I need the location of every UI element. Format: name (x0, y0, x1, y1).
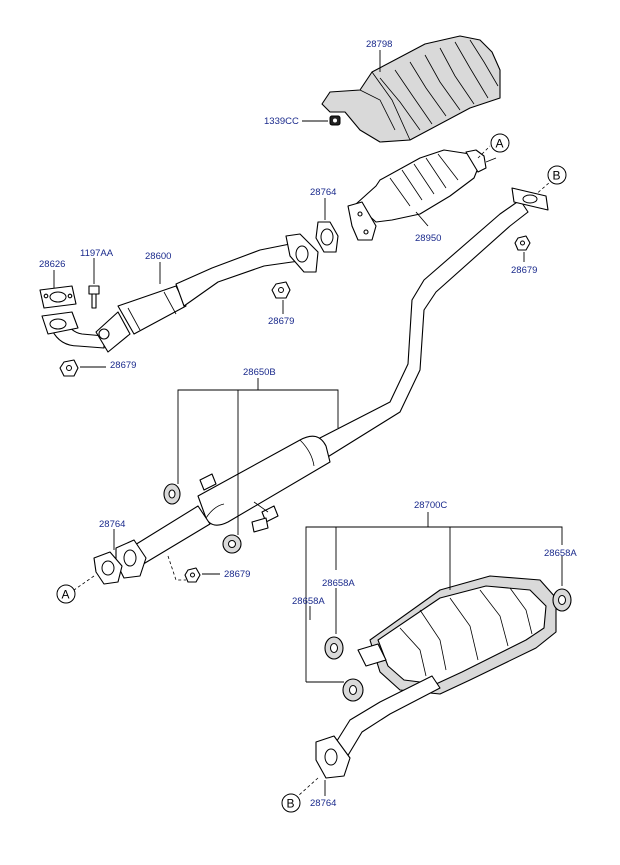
label-nut-center: 28679 (224, 569, 250, 580)
hanger-left (342, 678, 364, 702)
center-muffler (115, 199, 529, 579)
svg-text:B: B (287, 797, 295, 811)
gasket-upper-right (511, 187, 549, 211)
hanger-right (552, 588, 572, 612)
label-gasket-rear: 28764 (310, 798, 336, 809)
label-gasket-center: 28764 (99, 519, 125, 530)
svg-text:A: A (496, 137, 504, 151)
gasket-center (93, 551, 123, 585)
nut-lower-left (59, 359, 79, 377)
bolt (88, 285, 100, 309)
label-heat-shield: 28798 (366, 39, 392, 50)
nut-front-pipe (271, 281, 291, 299)
hanger-center-left (163, 483, 181, 505)
nut-heat-shield (329, 115, 341, 126)
label-main-muffler: 28700C (414, 500, 447, 511)
label-center-muffler: 28650B (243, 367, 276, 378)
main-muffler (315, 575, 557, 779)
ref-circle-a-bottom: A (56, 584, 76, 604)
label-hanger-right: 28658A (544, 548, 577, 559)
hanger-mid (324, 636, 344, 660)
label-gasket-manifold: 28626 (39, 259, 65, 270)
ref-circle-a-top: A (490, 133, 510, 153)
label-catalytic-converter: 28950 (415, 233, 441, 244)
ref-circle-b-bottom: B (281, 793, 301, 813)
label-nut-front-pipe: 28679 (268, 316, 294, 327)
label-front-pipe: 28600 (145, 251, 171, 262)
label-gasket-front: 28764 (310, 187, 336, 198)
label-hanger-left: 28658A (292, 596, 325, 607)
gasket-front (315, 221, 339, 253)
label-hanger-mid: 28658A (322, 578, 355, 589)
label-nut-upper-right: 28679 (511, 265, 537, 276)
svg-text:B: B (553, 169, 561, 183)
gasket-manifold (39, 285, 77, 309)
hanger-center-right (222, 534, 242, 554)
svg-text:A: A (62, 588, 70, 602)
heat-shield (321, 35, 501, 143)
nut-upper-right (514, 235, 531, 251)
nut-center (184, 567, 201, 583)
catalytic-converter (347, 149, 497, 241)
front-pipe (41, 233, 319, 353)
ref-circle-b-top: B (547, 165, 567, 185)
label-bolt: 1197AA (80, 248, 114, 259)
label-nut-lower-left: 28679 (110, 360, 136, 371)
label-nut-heat-shield: 1339CC (264, 116, 299, 127)
